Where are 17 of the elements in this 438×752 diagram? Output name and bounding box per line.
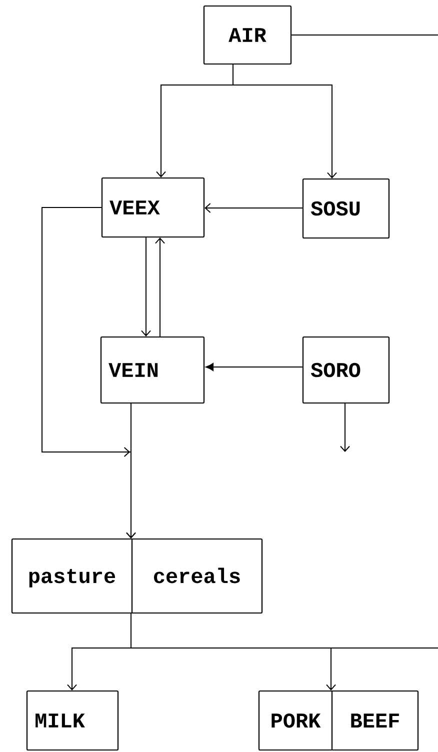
process-box: VEIN <box>100 336 205 404</box>
arrow <box>155 238 165 337</box>
process-box: SORO <box>302 336 390 404</box>
process-box: pasture cereals <box>11 538 263 614</box>
arrow <box>126 403 136 538</box>
process-box: VEEX <box>101 177 205 238</box>
arrow <box>340 403 350 452</box>
arrow <box>141 237 151 336</box>
process-box: MILK <box>26 690 119 751</box>
process-box: SOSU <box>302 178 390 239</box>
process-box: PORK BEEF <box>258 690 419 751</box>
connector-line <box>291 34 438 36</box>
arrow <box>206 363 303 371</box>
arrow <box>204 203 303 213</box>
process-box: AIR <box>203 5 292 65</box>
connector-line <box>130 613 438 648</box>
arrow <box>232 64 337 178</box>
